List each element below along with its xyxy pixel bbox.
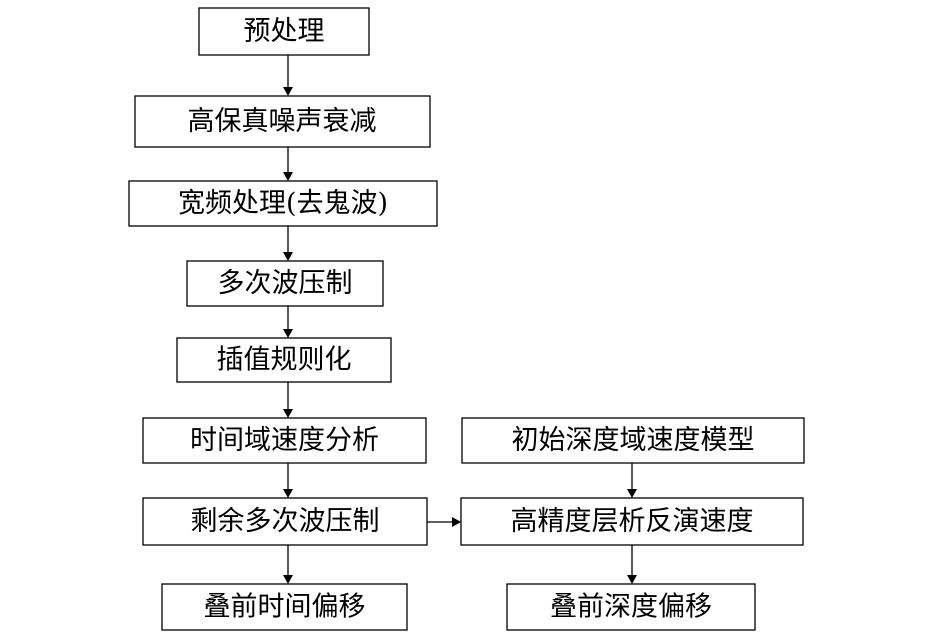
arrow-noise-to-broadband	[283, 147, 293, 181]
node-multiple-suppression: 多次波压制	[186, 260, 384, 307]
node-prestack-time-migration-label: 叠前时间偏移	[204, 592, 366, 623]
arrow-interp-to-time-vel	[283, 382, 293, 418]
arrow-time-vel-to-residual	[283, 463, 293, 498]
node-prestack-depth-migration: 叠前深度偏移	[506, 583, 756, 631]
node-preprocess: 预处理	[198, 7, 370, 56]
arrow-tomo-to-psdm	[627, 545, 637, 584]
node-preprocess-label: 预处理	[244, 16, 325, 47]
node-time-velocity-analysis-label: 时间域速度分析	[190, 425, 379, 456]
node-interpolation-regularization-label: 插值规则化	[217, 345, 352, 376]
node-noise-attenuation-label: 高保真噪声衰减	[188, 106, 377, 137]
node-prestack-time-migration: 叠前时间偏移	[161, 583, 408, 631]
node-noise-attenuation: 高保真噪声衰减	[134, 95, 431, 148]
node-initial-depth-velocity-model: 初始深度域速度模型	[461, 417, 805, 464]
arrow-multiple-to-interp	[283, 306, 293, 338]
arrow-init-depth-to-tomo	[627, 463, 637, 498]
node-time-velocity-analysis: 时间域速度分析	[142, 417, 427, 464]
node-broadband-processing: 宽频处理(去鬼波)	[128, 180, 438, 227]
node-prestack-depth-migration-label: 叠前深度偏移	[550, 592, 712, 623]
node-tomographic-velocity-inversion: 高精度层析反演速度	[460, 497, 804, 546]
node-multiple-suppression-label: 多次波压制	[218, 268, 353, 299]
arrow-residual-to-pstm	[283, 545, 293, 584]
node-residual-multiple-suppression: 剩余多次波压制	[142, 497, 428, 546]
arrow-preprocess-to-noise	[283, 55, 293, 96]
arrow-residual-to-tomo	[427, 517, 461, 527]
node-residual-multiple-suppression-label: 剩余多次波压制	[191, 506, 380, 537]
node-initial-depth-velocity-model-label: 初始深度域速度模型	[512, 425, 755, 456]
node-broadband-processing-label: 宽频处理(去鬼波)	[178, 188, 388, 219]
node-interpolation-regularization: 插值规则化	[176, 337, 392, 383]
arrow-broadband-to-multiple	[283, 226, 293, 261]
node-tomographic-velocity-inversion-label: 高精度层析反演速度	[511, 506, 754, 537]
